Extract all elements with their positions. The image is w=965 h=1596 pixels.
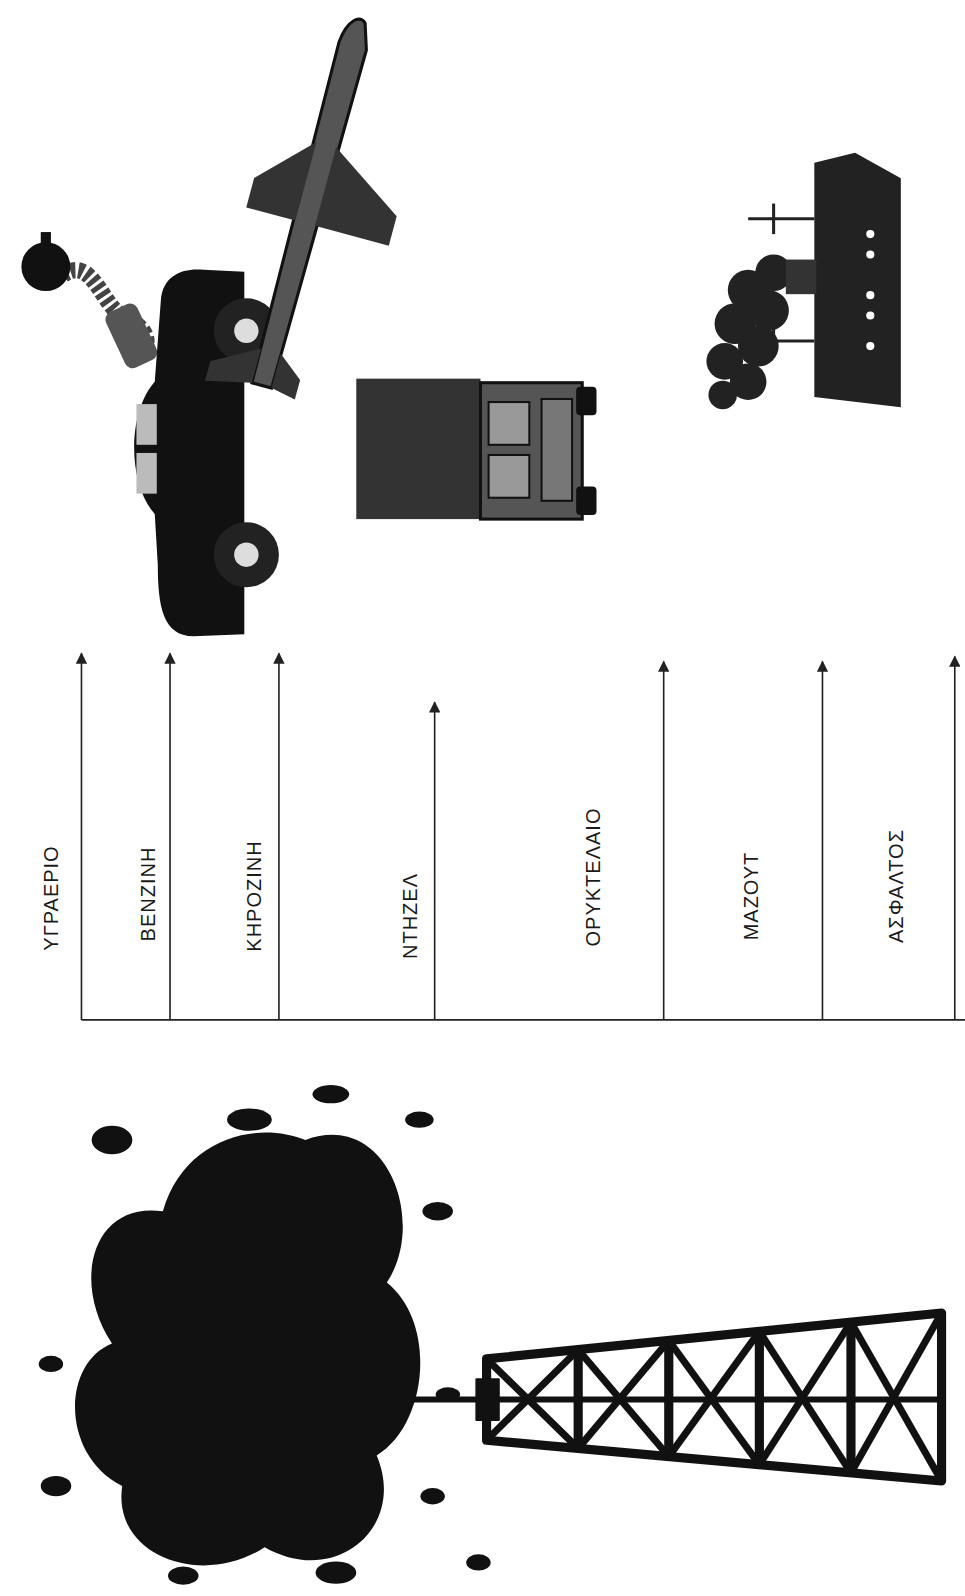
product-arrow [663, 662, 665, 1020]
oil-drop [168, 1566, 199, 1584]
oil-gusher [39, 1085, 491, 1585]
product-arrow [81, 653, 83, 1019]
product-arrows [81, 653, 965, 1019]
base-line [81, 1019, 965, 1021]
product-arrow [822, 662, 824, 1020]
airplane [200, 3, 443, 417]
product-label: ΜΑΖΟΥΤ [741, 851, 761, 940]
oil-drop [39, 1356, 63, 1372]
product-arrow [169, 653, 171, 1019]
truck [356, 379, 596, 519]
product-label: ΒΕΝΖΙΝΗ [138, 846, 158, 941]
product-arrow [434, 702, 436, 1020]
oil-drop [422, 1202, 453, 1220]
oil-drop [227, 1108, 272, 1130]
product-arrow [278, 653, 280, 1019]
derrick-frame [487, 1313, 942, 1481]
product-label: ΝΤΗΖΕΛ [400, 873, 420, 959]
oil-blob [75, 1133, 420, 1566]
ship [706, 153, 900, 410]
gas-bottle [21, 232, 160, 371]
oil-derrick [305, 1313, 941, 1481]
product-label: ΥΓΡΑΕΡΙΟ [41, 845, 61, 950]
car [134, 269, 279, 636]
oil-drop [92, 1126, 133, 1155]
oil-drop [316, 1561, 357, 1583]
oil-drop [466, 1554, 490, 1570]
oil-drop [41, 1476, 72, 1496]
product-label: ΚΗΡΟΖΙΝΗ [244, 840, 264, 951]
oil-drop [313, 1085, 350, 1103]
product-arrow [954, 657, 956, 1020]
oil-drop [405, 1112, 434, 1128]
product-label: ΑΣΦΑΛΤΟΣ [886, 829, 906, 943]
oil-drop [420, 1488, 444, 1504]
product-label: ΟΡΥΚΤΕΛΑΙΟ [583, 808, 603, 947]
